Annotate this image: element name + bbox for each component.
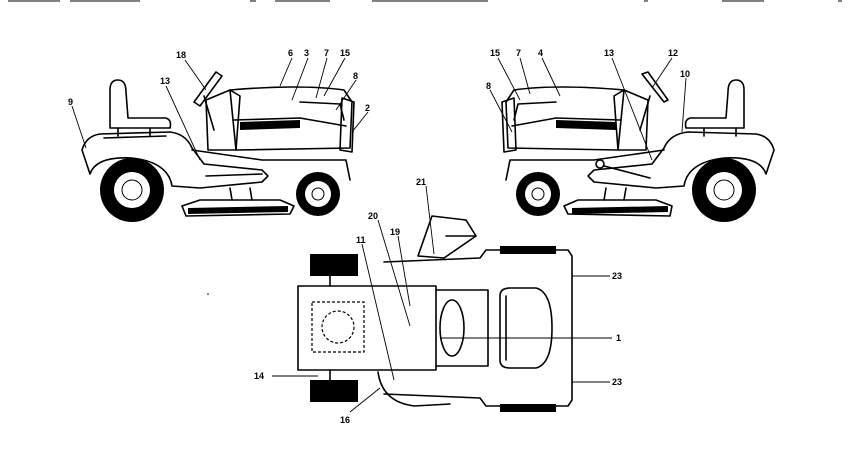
callout-11-top: 11 bbox=[356, 235, 366, 245]
left-seat bbox=[109, 79, 172, 129]
top-seat bbox=[499, 287, 553, 369]
top-view bbox=[297, 215, 573, 412]
top-front-wheel-lower bbox=[310, 380, 358, 402]
callout-21-top: 21 bbox=[416, 177, 426, 187]
callout-10-right: 10 bbox=[680, 69, 690, 79]
left-hood bbox=[229, 86, 353, 151]
right-rear-wheel bbox=[692, 158, 756, 222]
callout-12-right: 12 bbox=[668, 48, 678, 58]
right-seat bbox=[684, 79, 745, 129]
callout-3-left: 3 bbox=[304, 48, 309, 58]
right-steering-wheel bbox=[641, 71, 669, 103]
top-rear-wheel-upper bbox=[500, 246, 556, 254]
callout-13-right: 13 bbox=[604, 48, 614, 58]
callout-6-left: 6 bbox=[288, 48, 293, 58]
callout-7-left: 7 bbox=[324, 48, 329, 58]
callout-16-top: 16 bbox=[340, 415, 350, 425]
top-front-wheel-upper bbox=[310, 254, 358, 276]
callout-1-top: 1 bbox=[616, 333, 621, 343]
callout-20-top: 20 bbox=[368, 211, 378, 221]
callout-8-left: 8 bbox=[353, 71, 358, 81]
callout-23-top-lower: 23 bbox=[612, 377, 622, 387]
top-view-callouts: 21 20 19 11 23 1 14 23 16 bbox=[254, 177, 622, 425]
right-mower-deck bbox=[563, 199, 673, 217]
left-front-wheel bbox=[296, 172, 340, 216]
callout-15-right: 15 bbox=[490, 48, 500, 58]
left-rear-fender bbox=[81, 131, 269, 189]
callout-14-top: 14 bbox=[254, 371, 264, 381]
top-fuel-flap bbox=[417, 215, 477, 259]
left-steering-wheel bbox=[193, 71, 223, 107]
callout-4-right: 4 bbox=[538, 48, 543, 58]
left-side-view bbox=[81, 71, 355, 222]
right-rear-fender bbox=[587, 131, 775, 189]
right-front-wheel bbox=[516, 172, 560, 216]
callout-9-left: 9 bbox=[68, 97, 73, 107]
callout-2-left: 2 bbox=[365, 103, 370, 113]
callout-8-right: 8 bbox=[486, 81, 491, 91]
right-side-view bbox=[501, 71, 775, 222]
left-mower-deck bbox=[181, 199, 295, 217]
callout-18-left: 18 bbox=[176, 50, 186, 60]
left-view-callouts: 18 6 3 7 15 8 13 9 2 bbox=[68, 48, 370, 161]
right-hood bbox=[505, 86, 625, 151]
callout-15-left: 15 bbox=[340, 48, 350, 58]
right-view-callouts: 15 7 4 13 12 8 10 bbox=[486, 48, 690, 161]
top-hood bbox=[297, 285, 437, 371]
callout-7-right: 7 bbox=[516, 48, 521, 58]
callout-13-left: 13 bbox=[160, 76, 170, 86]
left-rear-wheel bbox=[100, 158, 164, 222]
callout-23-top-upper: 23 bbox=[612, 271, 622, 281]
top-rear-wheel-lower bbox=[500, 404, 556, 412]
callout-19-top: 19 bbox=[390, 227, 400, 237]
